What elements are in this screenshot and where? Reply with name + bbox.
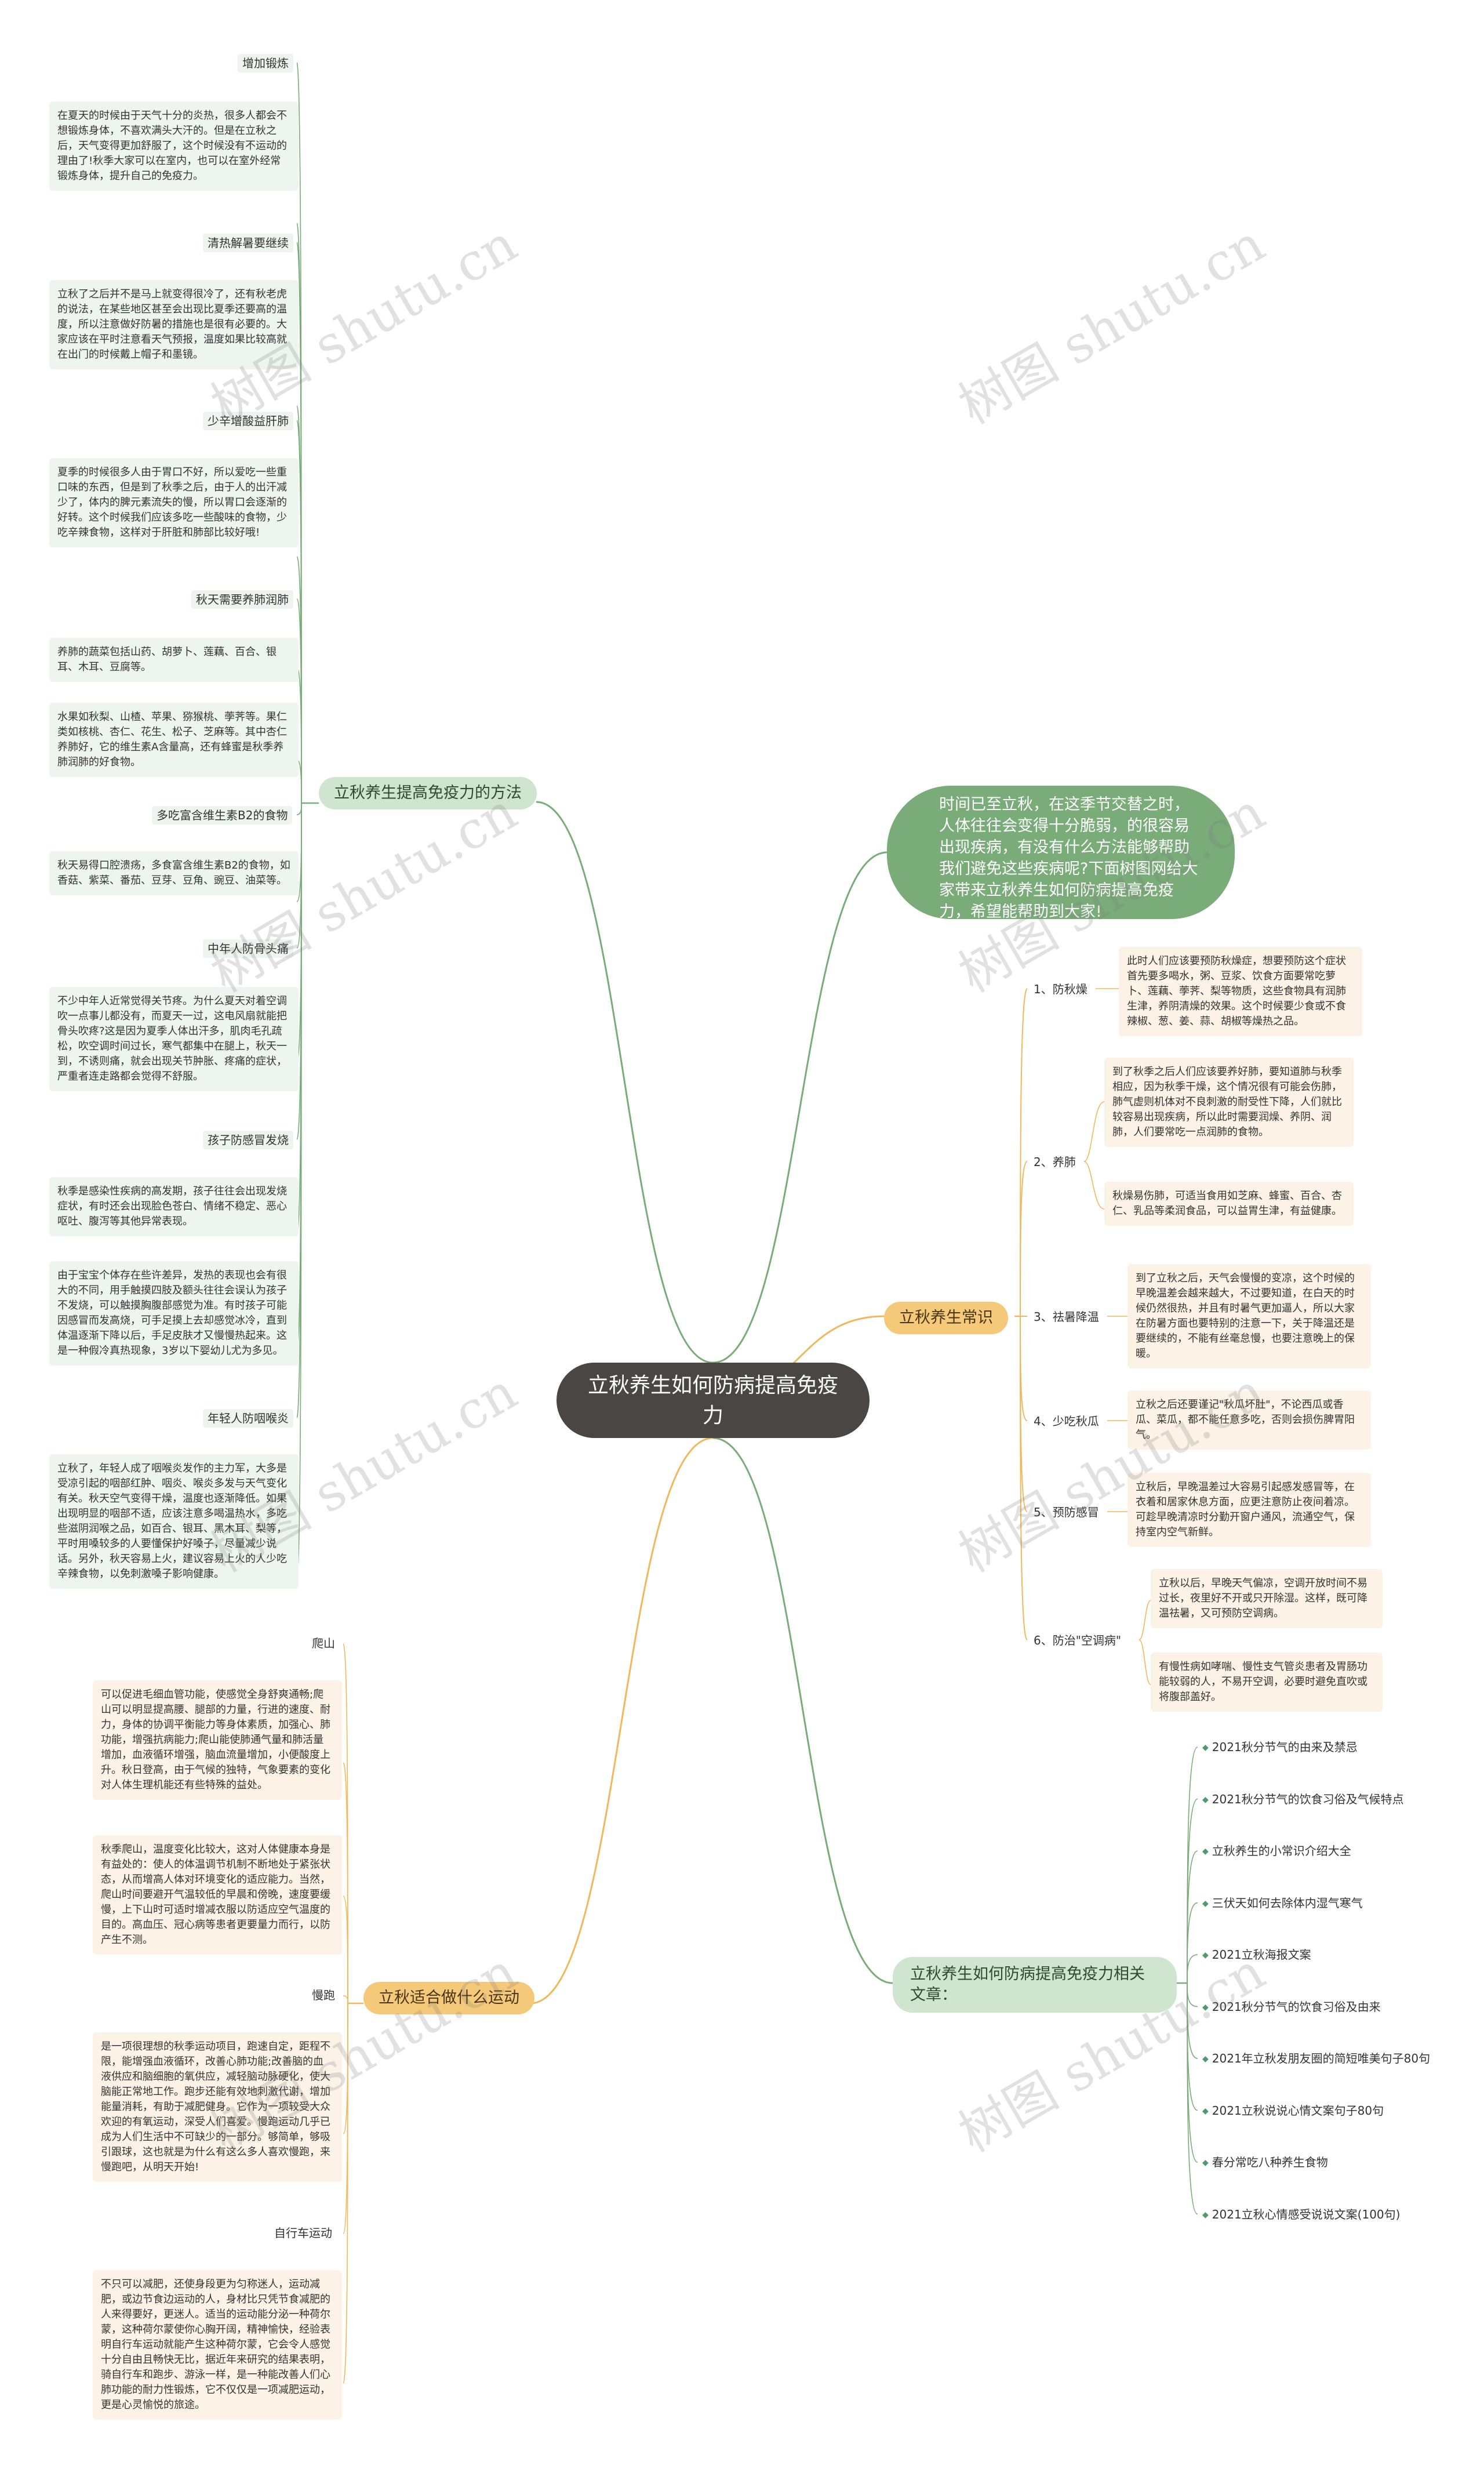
connector-line xyxy=(296,803,302,815)
text-prevent-dryness: 此时人们应该要预防秋燥症，想要预防这个症状首先要多喝水，粥、豆浆、饮食方面要常吃… xyxy=(1119,947,1362,1036)
text-nourish-lungs: 养肺的蔬菜包括山药、胡萝卜、莲藕、百合、银耳、木耳、豆腐等。 xyxy=(49,638,299,682)
connector-line xyxy=(296,803,302,1578)
connector-line xyxy=(1187,1982,1198,2215)
connector-line xyxy=(1083,1161,1105,1210)
related-article-link[interactable]: 2021立秋心情感受说说文案(100句) xyxy=(1199,2204,1403,2227)
label-less-spicy[interactable]: 少辛增酸益肝肺 xyxy=(203,412,293,430)
related-article-link[interactable]: 2021立秋说说心情文案句子80句 xyxy=(1199,2100,1387,2123)
connector-line xyxy=(343,1896,348,2004)
related-article-link[interactable]: 2021秋分节气的饮食习俗及由来 xyxy=(1199,1996,1384,2019)
connector-line xyxy=(1187,1954,1198,1984)
text-cooling: 立秋了之后并不是马上就变得很冷了，还有秋老虎的说法，在某些地区甚至会出现比夏季还… xyxy=(49,280,299,369)
text-hiking-1: 可以促进毛细血管功能，使感觉全身舒爽通畅;爬山可以明显提高腰、腿部的力量，行进的… xyxy=(93,1680,342,1800)
label-cycling[interactable]: 自行车运动 xyxy=(274,2226,332,2240)
label-less-melons[interactable]: 4、少吃秋瓜 xyxy=(1034,1414,1099,1428)
text-children-fever: 秋季是感染性疾病的高发期，孩子往往会出现发烧症状，有时还会出现脸色苍白、情绪不稳… xyxy=(49,1177,299,1236)
text-vitamin-b2: 秋天易得口腔溃疡，多食富含维生素B2的食物，如香菇、紫菜、番茄、豆芽、豆角、豌豆… xyxy=(49,851,299,895)
label-pharyngitis[interactable]: 年轻人防咽喉炎 xyxy=(203,1409,293,1428)
branch-autumn-sports[interactable]: 立秋适合做什么运动 xyxy=(363,1982,534,2014)
text-ac-illness-a: 立秋以后，早晚天气偏凉，空调开放时间不易过长，夜里好不开或只开除湿。这样，既可降… xyxy=(1151,1569,1383,1628)
text-less-melons: 立秋之后还要谨记"秋瓜坏肚"，不论西瓜或香瓜、菜瓜，都不能任意多吃，否则会损伤脾… xyxy=(1127,1390,1371,1450)
connector-line xyxy=(343,1995,348,2004)
related-article-link[interactable]: 春分常吃八种养生食物 xyxy=(1199,2152,1332,2174)
label-prevent-cold[interactable]: 5、预防感冒 xyxy=(1034,1505,1099,1519)
connector-line xyxy=(1187,1746,1198,1984)
label-exercise[interactable]: 增加锻炼 xyxy=(238,54,293,72)
related-article-link[interactable]: 2021立秋海报文案 xyxy=(1199,1944,1315,1967)
label-cool-down[interactable]: 3、祛暑降温 xyxy=(1034,1310,1099,1324)
connector-line xyxy=(1139,1600,1151,1640)
connector-line xyxy=(712,1437,893,1984)
connector-line xyxy=(343,2003,348,2384)
connector-line xyxy=(1020,988,1028,1317)
intro-node[interactable]: 时间已至立秋，在这季节交替之时，人体往往会变得十分脆弱，的很容易出现疾病，有没有… xyxy=(887,786,1235,921)
text-nourish-lungs-2a: 到了秋季之后人们应该要养好肺，要知道肺与秋季相应，因为秋季干燥，这个情况很有可能… xyxy=(1104,1058,1354,1147)
connector-line xyxy=(1139,1639,1151,1685)
text-fever-detail: 由于宝宝个体存在些许差异，发热的表现也会有很大的不同，用手触摸四肢及额头往往会误… xyxy=(49,1261,299,1366)
connector-line xyxy=(712,851,888,1364)
text-ac-illness-b: 有慢性病如哮喘、慢性支气管炎患者及胃肠功能较弱的人，不易开空调，必要时避免直吹或… xyxy=(1151,1653,1383,1712)
label-vitamin-b2[interactable]: 多吃富含维生素B2的食物 xyxy=(152,806,293,825)
label-middle-age-bones[interactable]: 中年人防骨头痛 xyxy=(203,939,293,958)
label-jogging[interactable]: 慢跑 xyxy=(312,1988,335,2002)
related-article-link[interactable]: 2021秋分节气的由来及禁忌 xyxy=(1199,1737,1361,1759)
text-cool-down: 到了立秋之后，天气会慢慢的变凉，这个时候的早晚温差会越来越大，不过要知道，在白天… xyxy=(1127,1264,1371,1368)
text-less-spicy: 夏季的时候很多人由于胃口不好，所以爱吃一些重口味的东西，但是到了秋季之后，由于人… xyxy=(49,458,299,547)
connector-line xyxy=(1020,1161,1028,1317)
central-topic[interactable]: 立秋养生如何防病提高免疫力 xyxy=(556,1363,870,1438)
connector-line xyxy=(536,801,714,1364)
related-article-link[interactable]: 2021年立秋发朋友圈的简短唯美句子80句 xyxy=(1199,2048,1434,2071)
related-article-link[interactable]: 三伏天如何去除体内湿气寒气 xyxy=(1199,1893,1366,1915)
text-prevent-cold: 立秋后，早晚温差过大容易引起感发感冒等，在衣着和居家休息方面，应更注意防止夜间着… xyxy=(1127,1473,1371,1547)
label-prevent-dryness[interactable]: 1、防秋燥 xyxy=(1034,982,1087,996)
text-jogging: 是一项很理想的秋季运动项目，跑速自定，距程不限，能增强血液循环，改善心肺功能;改… xyxy=(93,2032,342,2182)
related-article-link[interactable]: 立秋养生的小常识介绍大全 xyxy=(1199,1840,1355,1863)
connector-line xyxy=(1020,1316,1028,1640)
text-nourish-lungs-2b: 秋燥易伤肺，可适当食用如芝麻、蜂蜜、百合、杏仁、乳品等柔润食品，可以益胃生津，有… xyxy=(1104,1182,1354,1226)
label-cooling[interactable]: 清热解暑要继续 xyxy=(203,234,293,252)
connector-line xyxy=(1083,1101,1105,1162)
text-middle-age-bones: 不少中年人近常觉得关节疼。为什么夏天对着空调吹一点事儿都没有，而夏天一过，这电风… xyxy=(49,987,299,1091)
text-hiking-2: 秋季爬山，温度变化比较大，这对人体健康本身是有益处的：使人的体温调节机制不断地处… xyxy=(93,1835,342,1955)
branch-autumn-common-sense[interactable]: 立秋养生常识 xyxy=(884,1302,1008,1334)
label-hiking[interactable]: 爬山 xyxy=(312,1636,335,1650)
text-pharyngitis: 立秋了，年轻人成了咽喉炎发作的主力军，大多是受凉引起的咽部红肿、咽炎、喉炎多发与… xyxy=(49,1454,299,1589)
text-cycling: 不只可以减肥，还使身段更为匀称迷人，运动减肥，或边节食边运动的人，身材比只凭节食… xyxy=(93,2270,342,2420)
connector-line xyxy=(1020,1316,1028,1421)
label-nourish-lungs-2[interactable]: 2、养肺 xyxy=(1034,1155,1076,1169)
label-ac-illness[interactable]: 6、防治"空调病" xyxy=(1034,1633,1122,1647)
connector-line xyxy=(530,1437,714,2005)
branch-immunity-methods[interactable]: 立秋养生提高免疫力的方法 xyxy=(319,777,537,809)
related-article-link[interactable]: 2021秋分节气的饮食习俗及气候特点 xyxy=(1199,1789,1407,1811)
text-fruits: 水果如秋梨、山楂、苹果、猕猴桃、荸荠等。果仁类如核桃、杏仁、花生、松子、芝麻等。… xyxy=(49,703,299,777)
branch-related-articles[interactable]: 立秋养生如何防病提高免疫力相关文章： xyxy=(893,1957,1177,2013)
text-exercise: 在夏天的时候由于天气十分的炎热，很多人都会不想锻炼身体，不喜欢满头大汗的。但是在… xyxy=(49,101,299,191)
label-nourish-lungs[interactable]: 秋天需要养肺润肺 xyxy=(191,590,293,609)
label-children-fever[interactable]: 孩子防感冒发烧 xyxy=(203,1131,293,1149)
